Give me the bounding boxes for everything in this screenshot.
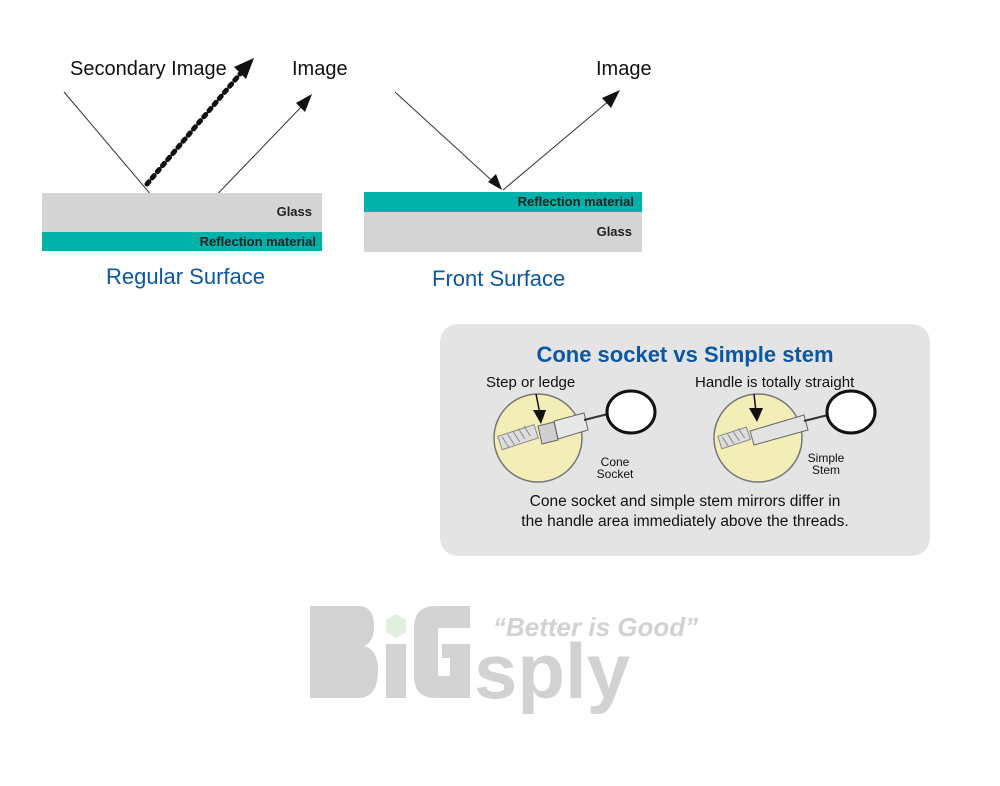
front-reflection-layer: Reflection material [364,192,642,212]
bigsply-logo-watermark: sply [310,606,630,715]
front-reflected-arrowhead [602,90,620,108]
front-reflected-ray [502,99,611,191]
secondary-image-dotted-ray [144,71,243,187]
front-incident-ray [394,91,501,189]
cone-label-line1: Cone [600,455,630,469]
cone-socket-label: Cone Socket [590,456,640,480]
front-incident-arrowhead [488,174,502,190]
regular-reflection-layer: Reflection material [42,232,322,251]
regular-image-label: Image [292,58,348,80]
front-image-label: Image [596,58,652,80]
regular-glass-layer: Glass [42,193,322,232]
front-reflection-label: Reflection material [517,194,634,209]
stem-label-line1: Simple [807,451,845,465]
regular-surface-caption: Regular Surface [106,264,265,289]
front-glass-label: Glass [596,224,632,239]
stem-label-line2: Stem [811,463,840,477]
simple-stem-label: Simple Stem [798,452,854,476]
regular-reflected-arrowhead [296,94,312,112]
secondary-image-arrowhead [234,58,254,79]
watermark-tagline: “Better is Good” [493,612,699,642]
logo-sply-text: sply [474,627,630,715]
note-line1: Cone socket and simple stem mirrors diff… [529,493,841,510]
panel-title: Cone socket vs Simple stem [536,342,834,367]
front-glass-layer: Glass [364,212,642,252]
straight-handle-label: Handle is totally straight [695,374,855,391]
cone-socket-illustration [493,389,657,483]
cone-label-line2: Socket [596,467,634,481]
comparison-panel: Cone socket vs Simple stem Step or ledge… [440,324,930,556]
regular-glass-label: Glass [276,204,312,219]
regular-reflection-label: Reflection material [199,234,316,249]
step-ledge-label: Step or ledge [486,374,576,391]
note-line2: the handle area immediately above the th… [521,513,849,530]
secondary-image-label: Secondary Image [70,58,227,80]
simple-stem-illustration [713,389,877,483]
panel-note: Cone socket and simple stem mirrors diff… [440,492,930,532]
front-surface-caption: Front Surface [432,266,566,291]
